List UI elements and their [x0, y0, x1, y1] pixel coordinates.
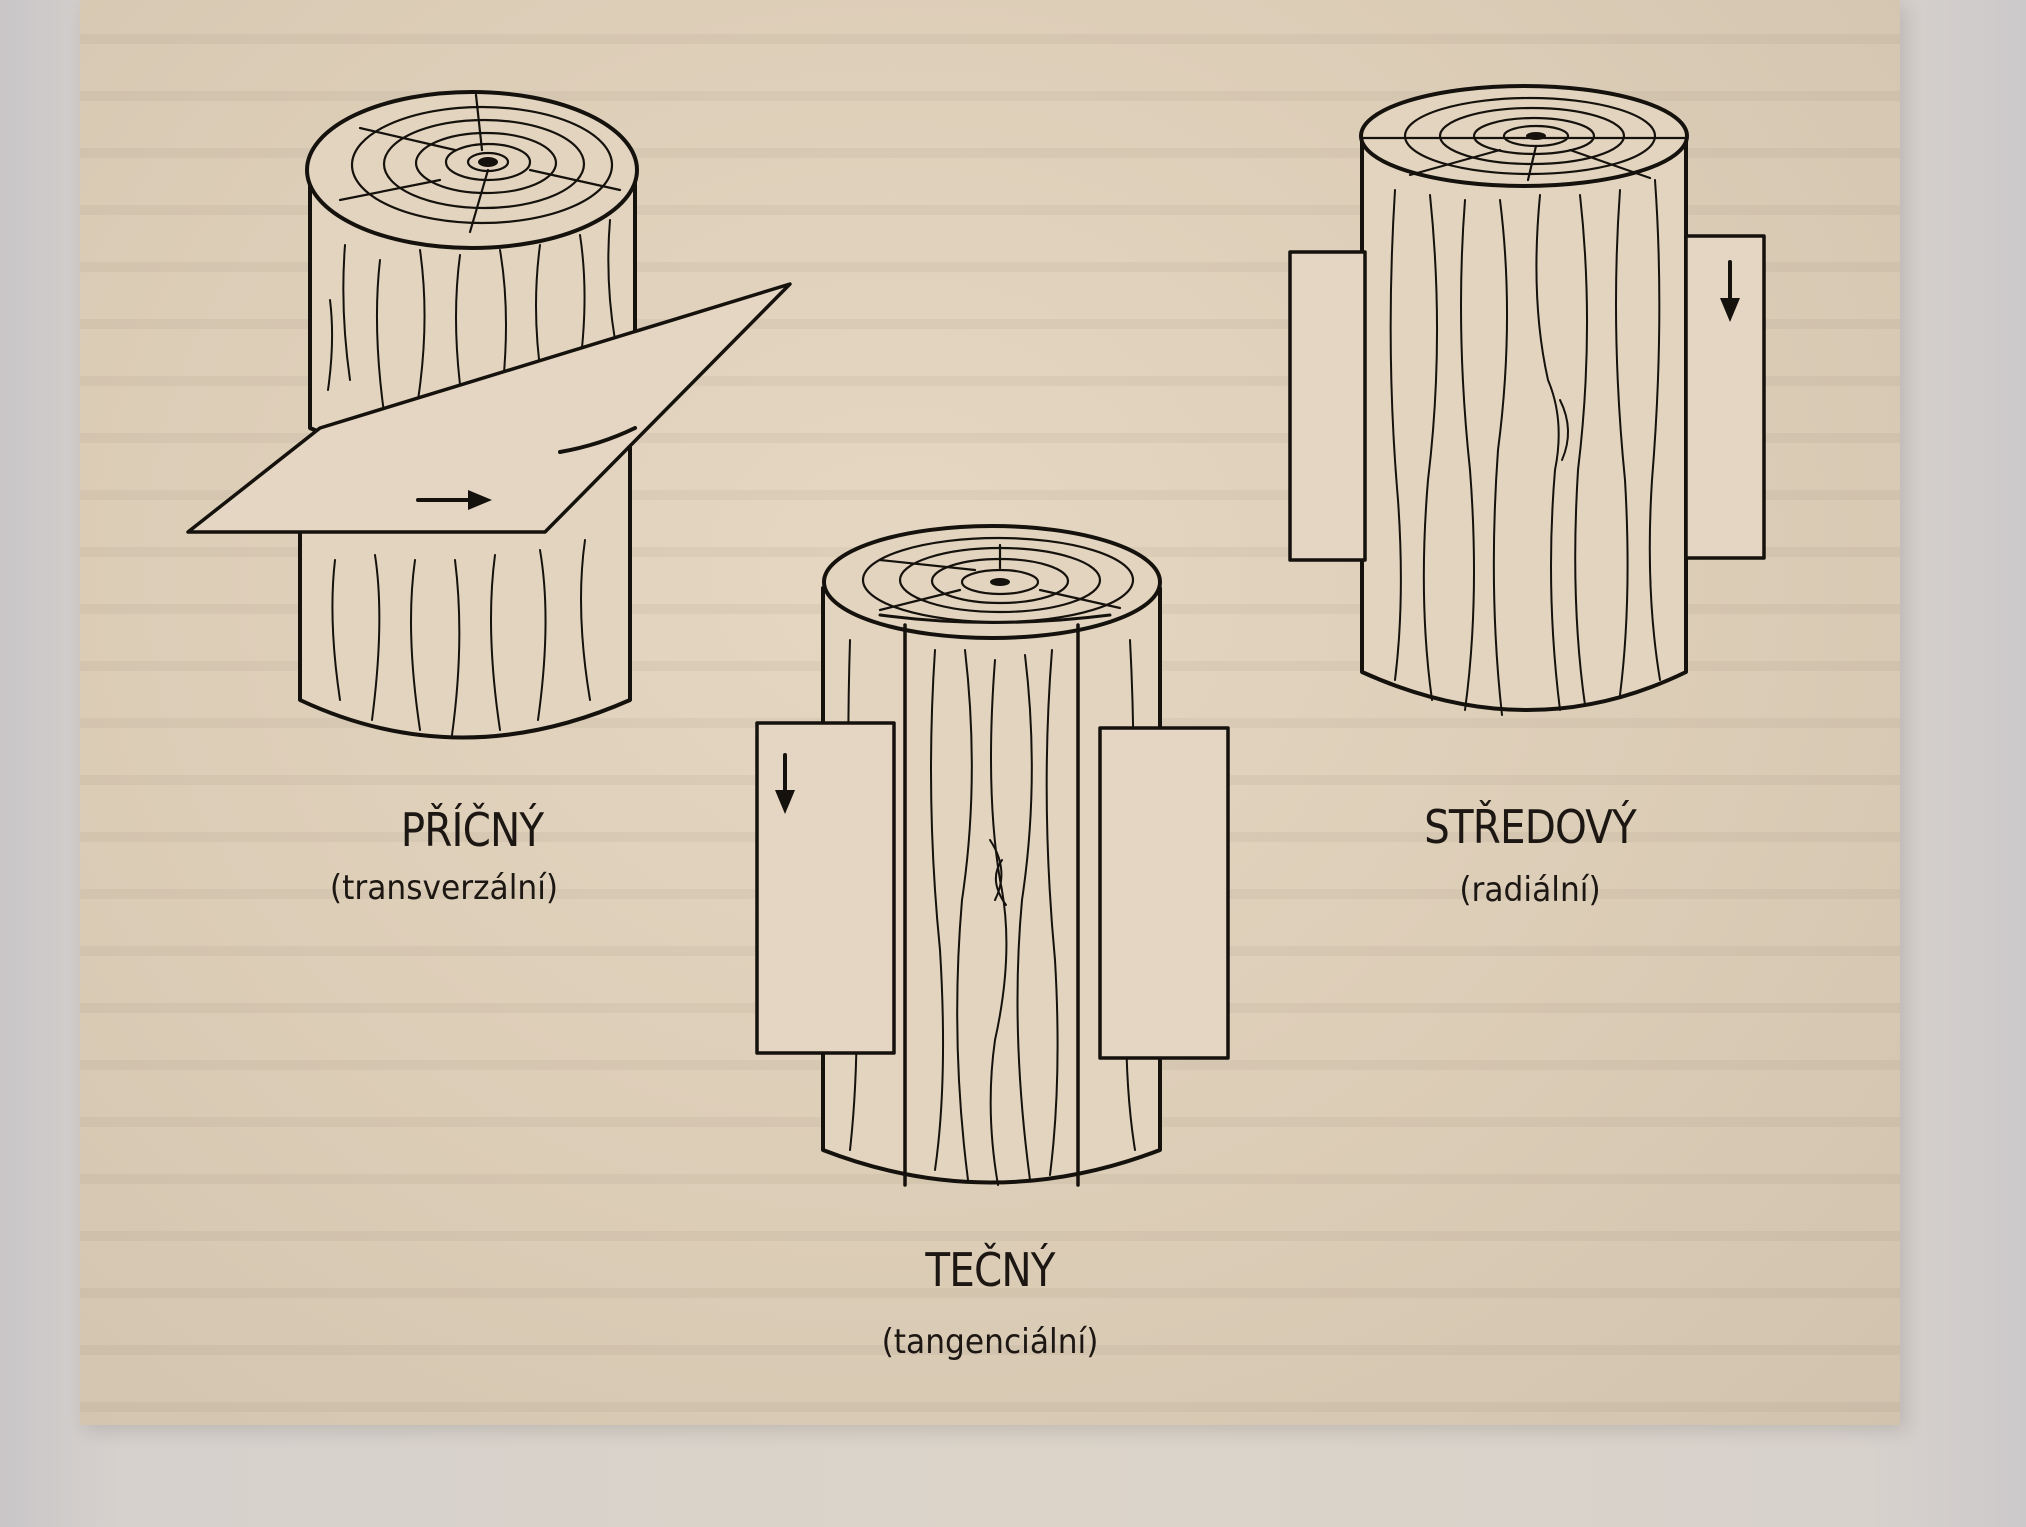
label-tangential-latin: (tangenciální)	[881, 1322, 1099, 1362]
growth-rings	[861, 536, 1135, 624]
growth-rings	[338, 93, 622, 234]
arrow-down-icon	[1720, 298, 1740, 322]
log-radial-cut	[1288, 84, 1766, 716]
wood-grain	[1389, 179, 1661, 716]
bark-texture-lower	[331, 539, 591, 736]
log-tangential-cut	[755, 524, 1230, 1187]
label-radial-name: STŘEDOVÝ	[1424, 800, 1637, 854]
arrow-down-icon	[775, 790, 795, 814]
board-tangential-left	[755, 721, 896, 1055]
board-radial-right	[1684, 234, 1766, 560]
board-tangential-right	[1098, 726, 1230, 1060]
log-transverse-top-face	[305, 90, 639, 250]
arrow-right-icon	[468, 490, 492, 510]
board-radial-left	[1288, 250, 1367, 562]
log-transverse-cut	[186, 90, 792, 740]
label-transverse-name: PŘÍČNÝ	[400, 803, 544, 857]
label-transverse-latin: (transverzální)	[329, 868, 559, 908]
label-tangential-name: TEČNÝ	[925, 1243, 1055, 1297]
growth-rings	[1360, 96, 1688, 182]
label-radial-latin: (radiální)	[1459, 870, 1601, 910]
log-radial-top-face	[1359, 84, 1689, 188]
cutting-plane-transverse	[186, 282, 792, 534]
